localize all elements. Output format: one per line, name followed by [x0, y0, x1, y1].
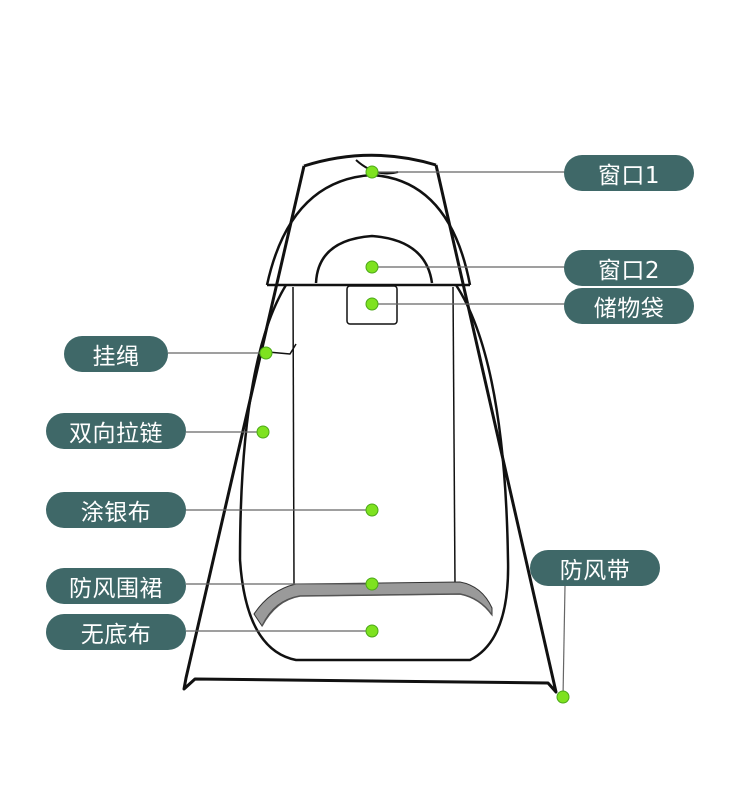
- storage-bag-outline: [346, 285, 398, 325]
- dot-no-bottom-fabric: [365, 624, 379, 638]
- label-hanging-rope: 挂绳: [64, 336, 168, 372]
- dot-window2: [365, 260, 379, 274]
- interior-line-right: [452, 286, 456, 586]
- dot-window1: [365, 165, 379, 179]
- tent-dome: [303, 153, 437, 168]
- leader-windproof-strap: [562, 585, 566, 698]
- dot-silver-coated-fabric: [365, 503, 379, 517]
- label-windproof-skirt: 防风围裙: [46, 568, 186, 604]
- marker-dots: [256, 165, 570, 704]
- dot-windproof-strap: [556, 690, 570, 704]
- window2-outline: [314, 234, 434, 284]
- label-window2: 窗口2: [564, 250, 694, 286]
- hanging-rope: [267, 343, 297, 355]
- label-windproof-strap: 防风带: [530, 550, 660, 586]
- label-no-bottom-fabric: 无底布: [46, 614, 186, 650]
- interior-line-left: [292, 286, 295, 586]
- label-two-way-zipper: 双向拉链: [46, 413, 186, 449]
- tent-outer-frame: [182, 164, 558, 694]
- dot-storage-bag: [365, 297, 379, 311]
- label-window1: 窗口1: [564, 155, 694, 191]
- tent-door-outline: [238, 284, 510, 662]
- skirt-inner-edge: [261, 593, 493, 627]
- dot-hanging-rope: [259, 346, 273, 360]
- dot-windproof-skirt: [365, 577, 379, 591]
- label-silver-coated-fabric: 涂银布: [46, 492, 186, 528]
- leader-lines: [168, 171, 566, 698]
- label-storage-bag: 储物袋: [564, 288, 694, 324]
- dot-two-way-zipper: [256, 425, 270, 439]
- tent-outline: [182, 153, 558, 694]
